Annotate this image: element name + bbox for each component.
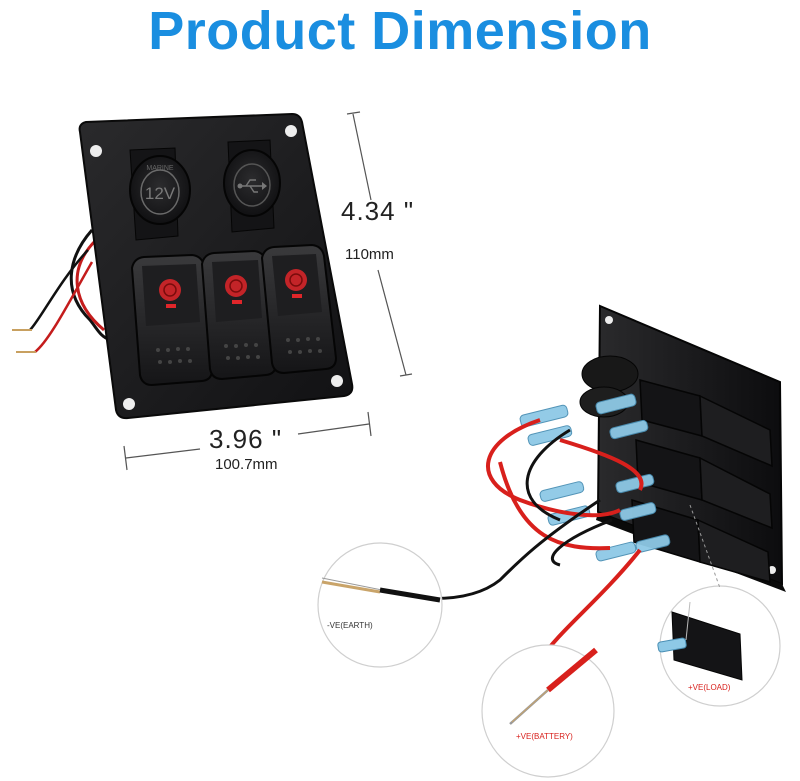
height-mm-label: 110mm [345, 246, 394, 263]
width-inch-label: 3.96 " [209, 424, 283, 454]
12v-label: 12V [145, 184, 176, 203]
rocker-switch [130, 253, 214, 387]
load-label: +VE(LOAD) [688, 683, 731, 692]
battery-callout [481, 644, 615, 778]
usb-socket [223, 139, 281, 233]
switch-light-icon [225, 275, 247, 297]
battery-label: +VE(BATTERY) [516, 732, 573, 741]
rocker-switch [260, 243, 338, 375]
black-wires [419, 428, 613, 600]
earth-callout [317, 542, 443, 668]
panel-wires [12, 229, 111, 353]
rocker-switch [200, 249, 278, 381]
switch-panel-front: 12V MARINE [12, 112, 354, 420]
width-dimension-line [123, 411, 372, 471]
mounting-hole [90, 125, 343, 410]
brand-label: MARINE [146, 165, 174, 172]
width-mm-label: 100.7mm [215, 456, 278, 473]
switch-light-icon [285, 269, 307, 291]
load-callout [657, 585, 781, 707]
usb-icon [237, 179, 267, 193]
page-title: Product Dimension [148, 1, 652, 61]
12v-socket: 12V MARINE [129, 147, 191, 241]
height-dimension-line [346, 111, 413, 377]
switch-light-icon [159, 279, 181, 301]
earth-label: -VE(EARTH) [327, 621, 373, 630]
height-inch-label: 4.34 " [341, 196, 415, 226]
